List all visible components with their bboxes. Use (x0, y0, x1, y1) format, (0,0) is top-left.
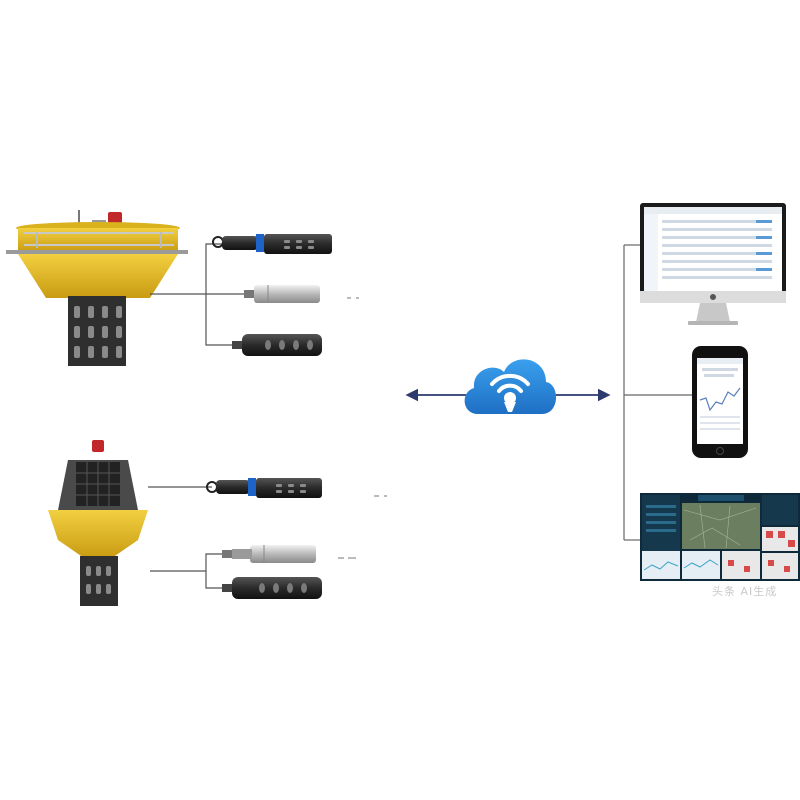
smartphone (692, 346, 748, 458)
steel-probe-2 (222, 545, 316, 563)
buoy-round-marks (347, 297, 359, 299)
dashboard-screen (640, 493, 800, 581)
perforated-probe-2 (222, 577, 322, 599)
perforated-probe-1 (232, 334, 322, 356)
steel-probe-1 (244, 285, 320, 303)
buoy-round-cables (150, 243, 244, 346)
buoy-solar-cables (148, 486, 222, 589)
client-connector (623, 244, 692, 541)
optical-probe-2 (206, 478, 322, 498)
watermark-text: 头条 AI生成 (712, 585, 778, 598)
optical-probe-1 (212, 234, 332, 254)
buoy-solar-marks (338, 495, 387, 559)
buoy-solar (48, 440, 148, 606)
buoy-round (6, 210, 188, 366)
cloud-wifi-icon (464, 359, 557, 414)
desktop-monitor (640, 203, 786, 325)
